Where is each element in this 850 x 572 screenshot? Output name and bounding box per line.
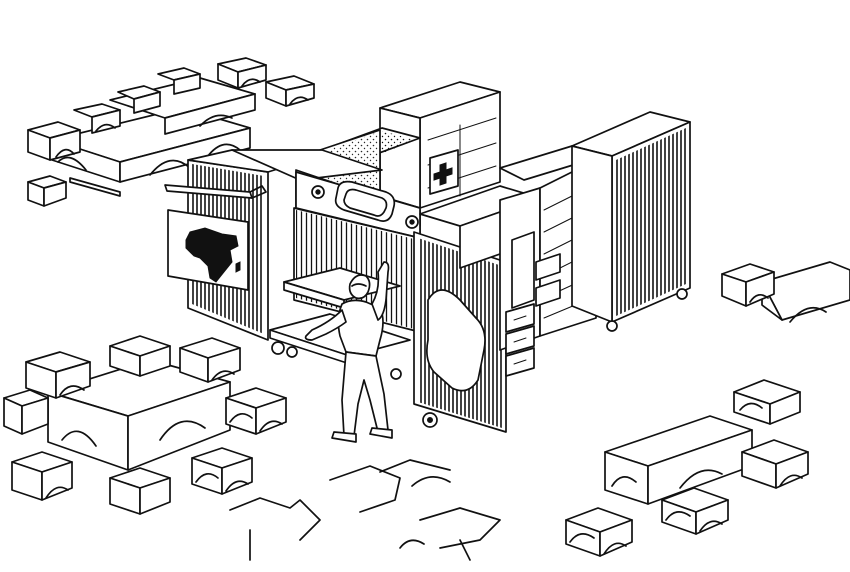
table-group-top-left xyxy=(28,58,314,206)
stool xyxy=(28,122,80,160)
stool xyxy=(192,448,252,494)
stool-group-bottom-center xyxy=(230,460,500,560)
monitor-screen xyxy=(336,182,395,222)
left-hinged-panel xyxy=(165,150,300,354)
stool xyxy=(158,68,200,94)
stool xyxy=(566,508,632,556)
head xyxy=(350,275,370,298)
stool xyxy=(662,488,728,534)
mobile-classroom-unit xyxy=(165,82,690,432)
stool xyxy=(180,338,240,382)
africa-map-icon xyxy=(186,228,238,282)
legs xyxy=(342,352,388,436)
stool xyxy=(722,264,774,306)
raised-arm xyxy=(372,262,389,320)
stool xyxy=(266,76,314,106)
map-board xyxy=(168,210,248,290)
table-group-bottom-left xyxy=(4,336,286,514)
stool xyxy=(12,452,72,500)
unit-top-cabinet xyxy=(232,150,420,238)
stool xyxy=(734,380,800,424)
stool xyxy=(4,390,48,434)
red-cross-icon xyxy=(434,163,452,185)
stool xyxy=(110,336,170,376)
table-group-right xyxy=(722,262,850,322)
stool xyxy=(118,86,160,113)
stool xyxy=(28,176,66,206)
person-teacher xyxy=(306,262,392,442)
right-shelving xyxy=(420,146,596,376)
stool xyxy=(74,104,120,133)
table xyxy=(605,416,752,504)
right-tall-cabinet xyxy=(572,112,690,331)
stool xyxy=(226,388,286,434)
stool xyxy=(742,440,808,488)
inner-back-panel xyxy=(270,208,420,379)
table-group-bottom-right xyxy=(566,380,808,556)
extended-arm xyxy=(306,310,346,340)
stool xyxy=(110,468,170,514)
first-aid-box xyxy=(430,150,458,194)
right-hinged-door xyxy=(414,232,506,432)
stool xyxy=(218,58,266,88)
table xyxy=(762,262,850,322)
stool xyxy=(26,352,90,398)
